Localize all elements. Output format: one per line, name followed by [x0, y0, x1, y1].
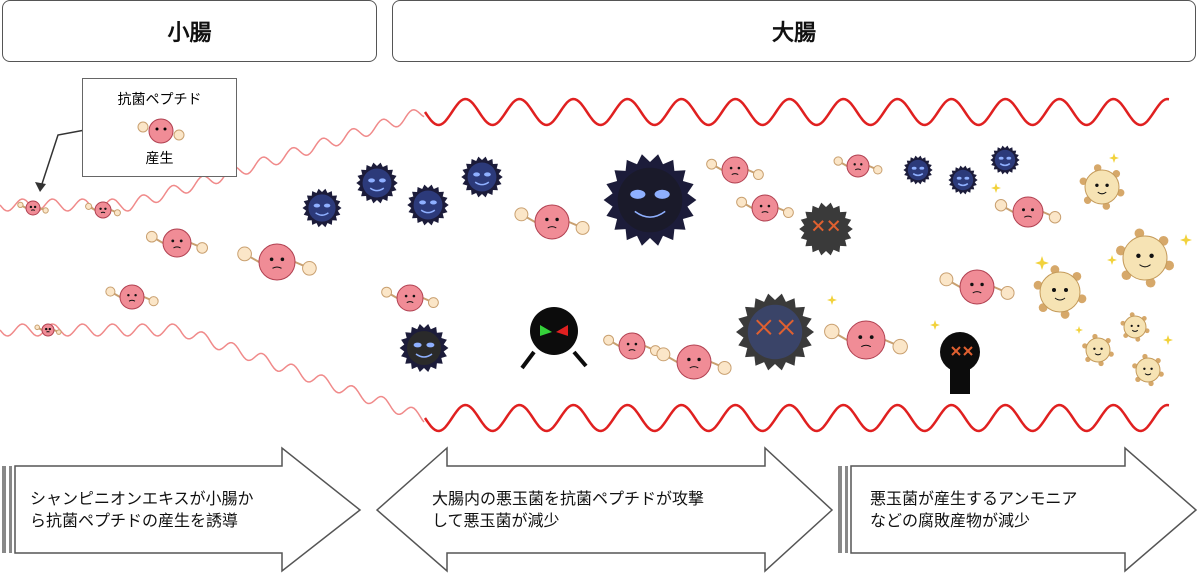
sparkle-icon	[991, 183, 1001, 193]
sparkle-icon	[1107, 255, 1117, 265]
good-bacteria-icon	[1120, 312, 1150, 342]
sparkle-icon	[1075, 326, 1083, 334]
antimicrobial-peptide-icon	[17, 200, 49, 216]
callout-peptide-icon	[137, 118, 185, 144]
antimicrobial-peptide-icon	[514, 204, 590, 240]
good-bacteria-icon	[1082, 333, 1114, 367]
arrow-2-shape	[375, 446, 834, 573]
bad-bacteria-icon	[399, 324, 449, 372]
antimicrobial-peptide-icon	[145, 228, 209, 258]
sparkle-icon	[1163, 335, 1173, 345]
step-2-line-1: 大腸内の悪玉菌を抗菌ペプチドが攻撃	[432, 489, 705, 508]
bad-bacteria-icon	[990, 145, 1020, 175]
sparkle-icon	[1109, 153, 1119, 163]
dark-bad-bacteria-icon	[520, 307, 980, 394]
arrow-1-stripe	[2, 466, 6, 553]
small-intestine-header: 小腸	[2, 0, 377, 62]
step-1-line-1: シャンピニオンエキスが小腸か	[30, 489, 254, 508]
antimicrobial-peptide-icon	[939, 269, 1015, 305]
small-intestine-lower-wall	[0, 323, 425, 423]
sparkle-icon	[930, 320, 940, 330]
antimicrobial-peptide-icon	[237, 243, 317, 281]
antimicrobial-peptide-icon	[34, 323, 62, 337]
bad-bacteria-icon	[736, 293, 814, 371]
bad-bacteria-icon	[407, 184, 449, 226]
sparkle-icon	[827, 295, 837, 305]
step-3-text: 悪玉菌が産生するアンモニア などの腐敗産物が減少	[870, 488, 1077, 532]
sparkle-icon	[1035, 256, 1049, 270]
antimicrobial-peptide-icon	[105, 284, 159, 310]
bad-bacteria-icon	[948, 165, 978, 195]
arrow-1-stripe	[9, 466, 12, 553]
step-1-text: シャンピニオンエキスが小腸か ら抗菌ペプチドの産生を誘導	[30, 488, 254, 532]
arrow-3-stripe	[845, 466, 848, 553]
bad-bacteria-icon	[903, 155, 933, 185]
antimicrobial-peptide-callout: 抗菌ペプチド 産生	[82, 78, 237, 177]
antimicrobial-peptide-icon	[706, 156, 764, 184]
antimicrobial-peptide-icon	[381, 284, 439, 312]
callout-subtitle: 産生	[145, 151, 174, 167]
step-2-text: 大腸内の悪玉菌を抗菌ペプチドが攻撃 して悪玉菌が減少	[432, 488, 704, 532]
process-arrow-3	[838, 446, 1198, 573]
bad-bacteria-icon	[356, 162, 398, 204]
antimicrobial-peptide-icon	[736, 194, 794, 222]
small-intestine-label: 小腸	[167, 21, 212, 46]
good-bacteria-icon	[1033, 265, 1087, 319]
good-bacteria-icon	[1132, 353, 1164, 387]
large-intestine-label: 大腸	[771, 21, 816, 46]
bad-bacteria-icon	[302, 188, 342, 228]
good-bacteria-icon	[1079, 164, 1125, 210]
callout-pointer-line	[39, 129, 86, 191]
good-bacteria-icon	[1115, 228, 1175, 288]
small-intestine-upper-wall	[0, 109, 425, 212]
step-2-line-2: して悪玉菌が減少	[432, 511, 560, 530]
antimicrobial-peptide-icon	[994, 196, 1062, 228]
bad-bacteria-icon	[603, 154, 697, 246]
process-arrow-1	[2, 446, 362, 573]
antimicrobial-peptide-icon	[603, 332, 661, 360]
sparkle-icon	[1180, 234, 1192, 246]
large-intestine-header: 大腸	[392, 0, 1196, 62]
antimicrobial-peptide-icon	[85, 201, 121, 219]
antimicrobial-peptide-icon	[656, 344, 732, 380]
arrow-3-stripe	[838, 466, 842, 553]
callout-title: 抗菌ペプチド	[117, 92, 202, 108]
bad-bacteria-icon	[799, 202, 853, 256]
antimicrobial-peptide-icon	[833, 154, 883, 178]
callout-pointer-arrowhead	[35, 182, 46, 192]
step-3-line-1: 悪玉菌が産生するアンモニア	[870, 489, 1078, 508]
large-intestine-lower-wall	[423, 403, 1170, 433]
arrow-1-shape	[14, 446, 362, 573]
large-intestine-upper-wall	[423, 97, 1170, 127]
bad-bacteria-icon	[461, 156, 503, 198]
step-3-line-2: などの腐敗産物が減少	[870, 511, 1031, 530]
antimicrobial-peptide-icon	[824, 320, 908, 360]
arrow-3-shape	[850, 446, 1198, 573]
process-arrow-2	[375, 446, 834, 573]
step-1-line-2: ら抗菌ペプチドの産生を誘導	[30, 511, 239, 530]
